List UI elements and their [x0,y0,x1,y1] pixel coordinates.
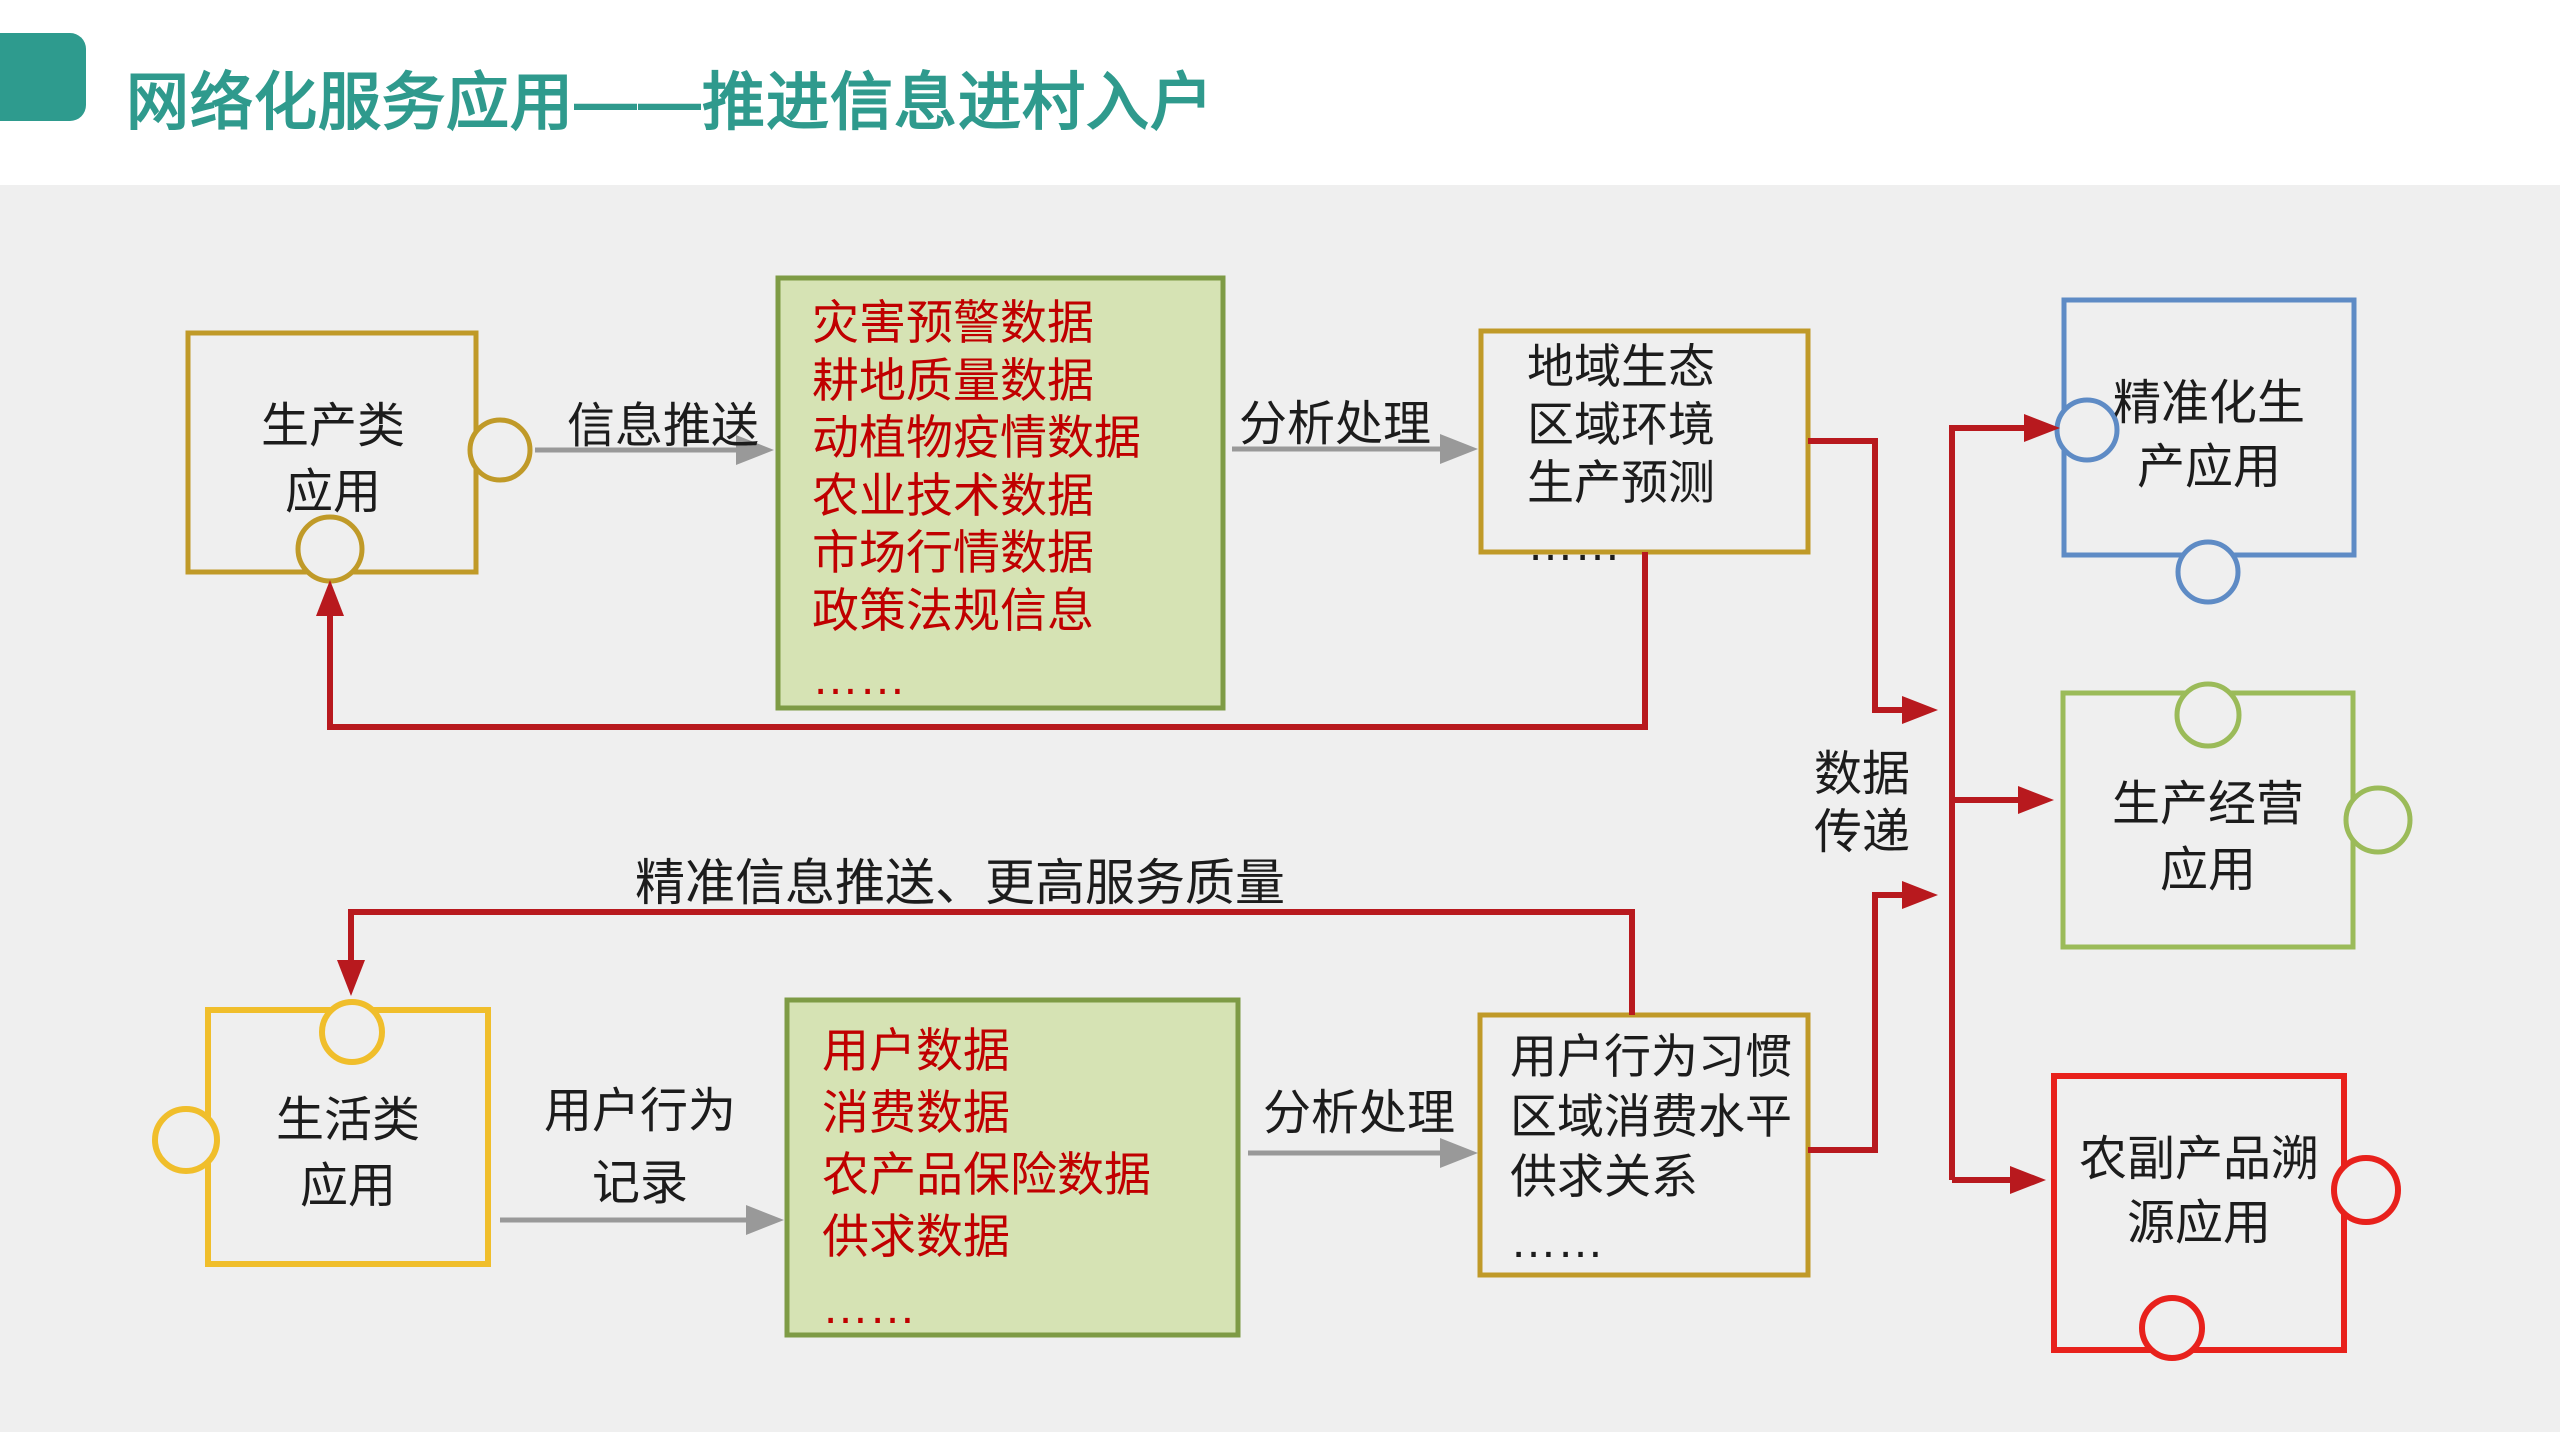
text-line: 农副产品溯 [2078,1133,2319,1186]
trunk-to-precision-connector [1949,414,2060,1180]
info-push-label: 信息推送 [566,400,759,453]
puzzle-socket [319,999,385,1065]
bottom-strip [0,1432,2560,1440]
puzzle-socket [2174,681,2242,749]
habit-to-trunk-connector [1808,881,1938,1153]
push-data-box-shape [775,275,1226,711]
analysis-bottom-label: 分析处理 [1262,1087,1455,1140]
regional-result-box-text: 地域生态区域环境生产预测 …… [1527,338,1807,573]
text-line: 应用 [284,466,381,519]
puzzle-tab [2343,785,2413,855]
text-line: 精准化生 [2112,377,2305,430]
regional-to-trunk-connector [1808,438,1938,724]
text-line: 市场行情数据 [812,526,1094,579]
precision-app-puzzle [2054,297,2357,605]
slide-header: 网络化服务应用——推进信息进村入户 [0,0,2560,185]
text-line: 数据 [1813,748,1910,801]
trace-app-label: 农副产品溯源应用 [2054,1128,2344,1256]
text-line: 用户行为习惯 [1510,1030,1792,1083]
text-line: 应用 [2159,844,2256,897]
text-line: 耕地质量数据 [812,353,1094,407]
puzzle-socket [295,514,365,584]
text-line: 供求数据 [822,1210,1010,1263]
user-behavior-label: 用户行为记录 [480,1076,800,1220]
production-app-puzzle [185,330,533,584]
behavior-data-box-shape [784,997,1241,1338]
puzzle-tab [152,1106,220,1174]
puzzle-tab [2175,539,2241,605]
ellipsis-text: …… [1510,1214,1604,1267]
habit-result-box-shape [1477,1012,1811,1278]
feedback-to-production-connector [316,552,1648,730]
behavior-data-box-text: 用户数据消费数据农产品保险数据供求数据 …… [822,1020,1222,1338]
puzzle-socket [2139,1295,2205,1361]
text-line: 记录 [591,1157,688,1210]
feedback-note-label: 精准信息推送、更高服务质量 [635,855,1285,911]
text-line: 农业技术数据 [812,468,1094,522]
text-line: 用户数据 [822,1024,1010,1077]
text-line: 地域生态 [1527,340,1715,393]
text-line: 农产品保险数据 [822,1148,1151,1201]
push-data-box-text: 灾害预警数据耕地质量数据动植物疫情数据农业技术数据市场行情数据政策法规信息 …… [812,294,1212,707]
text-line: 动植物疫情数据 [812,411,1141,464]
data-transfer-label: 数据传递 [1772,746,1952,862]
precision-app-label: 精准化生产应用 [2064,372,2354,500]
ellipsis-text: …… [822,1280,916,1333]
text-line: 供求关系 [1510,1150,1698,1203]
operation-app-label: 生产经营应用 [2063,772,2353,904]
analysis-top-label: 分析处理 [1238,398,1431,451]
text-line: 生产预测 [1527,456,1715,509]
feedback-to-life-connector [337,909,1635,1015]
ellipsis-text: …… [1527,517,1621,570]
puzzle-tab [2331,1155,2401,1225]
text-line: 消费数据 [822,1086,1010,1139]
text-line: 政策法规信息 [812,583,1094,637]
text-line: 灾害预警数据 [812,296,1094,349]
production-app-label: 生产类应用 [208,394,458,526]
text-line: 产应用 [2136,441,2281,494]
text-line: 生产类 [260,400,405,453]
text-line: 区域消费水平 [1510,1090,1792,1143]
page-title: 网络化服务应用——推进信息进村入户 [126,68,1214,138]
trace-app-puzzle [2051,1073,2401,1361]
life-app-label: 生活类应用 [218,1088,478,1220]
text-line: 源应用 [2126,1197,2271,1250]
ellipsis-text: …… [812,651,906,704]
habit-result-box-text: 用户行为习惯区域消费水平供求关系 …… [1510,1027,1810,1271]
text-line: 生产经营 [2111,778,2304,831]
text-line: 应用 [299,1160,396,1213]
operation-app-puzzle [2060,681,2413,950]
title-accent-block [0,33,86,121]
text-line: 生活类 [275,1094,420,1147]
puzzle-tab [467,417,533,483]
life-app-puzzle [152,999,491,1267]
text-line: 用户行为 [543,1085,736,1138]
text-line: 传递 [1813,806,1910,859]
text-line: 区域环境 [1527,398,1715,451]
